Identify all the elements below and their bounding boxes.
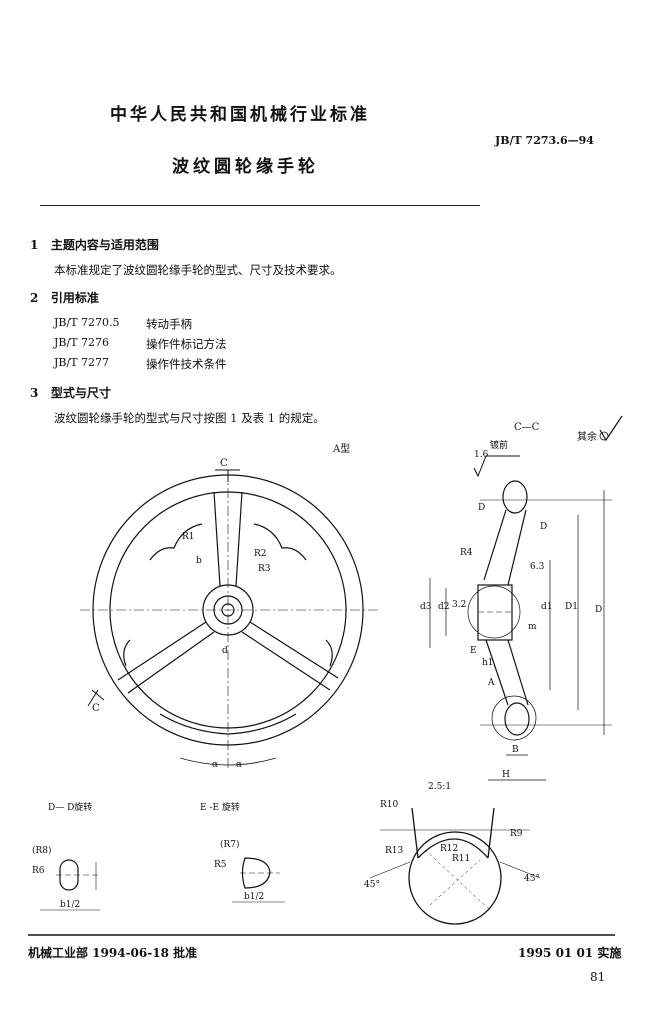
- label-h: H: [502, 770, 510, 780]
- ref-code: JB/T 7276: [54, 336, 110, 349]
- standard-number: JB/T 7273.6—94: [495, 134, 594, 147]
- section-c-bottom-arrow: [87, 689, 105, 707]
- label-d-top: D: [478, 503, 486, 513]
- label-r1: R1: [182, 532, 195, 542]
- detail-view: [369, 807, 541, 925]
- section-1-number: 1: [30, 238, 39, 252]
- front-view: [80, 469, 380, 770]
- ref-code: JB/T 7270.5: [54, 316, 120, 329]
- label-r6: R6: [32, 866, 45, 876]
- label-r7: (R7): [220, 840, 240, 850]
- section-c-top-arrow: [215, 469, 240, 482]
- section-1-heading: 1 主题内容与适用范围: [30, 236, 159, 253]
- angle-arc: [179, 757, 277, 766]
- ee-profile: [241, 857, 271, 889]
- standard-organization: 中华人民共和国机械行业标准: [110, 105, 370, 125]
- roughness-symbol: [473, 455, 520, 478]
- label-63: 6.3: [530, 562, 545, 572]
- detail-circle-hub: [467, 585, 521, 639]
- page-number: 81: [590, 970, 606, 984]
- label-r13: R13: [385, 846, 404, 856]
- section-2-number: 2: [30, 291, 39, 305]
- detail-scale: 2.5:1: [428, 782, 452, 792]
- view-ee: [232, 857, 285, 903]
- ref-code: JB/T 7277: [54, 356, 110, 369]
- view-ee-label: E -E 旋转: [200, 803, 240, 813]
- label-alpha-2: α: [236, 760, 243, 770]
- spoke-section-top: [483, 509, 527, 586]
- label-r5: R5: [214, 860, 227, 870]
- view-dd-label: D— D旋转: [48, 803, 93, 813]
- section-cc-label: C—C: [514, 422, 540, 433]
- label-45-left: 45°: [364, 880, 380, 890]
- spoke-right: [241, 621, 339, 691]
- label-r3: R3: [258, 564, 271, 574]
- hub-section: [477, 584, 513, 641]
- section-view: [429, 415, 623, 781]
- label-r9: R9: [510, 829, 523, 839]
- roughness-other-label: 其余: [577, 432, 597, 443]
- spoke-top: [213, 491, 243, 587]
- plating-label: 镀前: [490, 441, 509, 451]
- label-r4: R4: [460, 548, 473, 558]
- label-h1: h1: [482, 658, 494, 668]
- label-d: d: [222, 646, 228, 656]
- spoke-left: [117, 621, 215, 694]
- label-b-section: B: [512, 745, 519, 755]
- detail-rim-circle: [408, 831, 502, 925]
- label-r12: R12: [440, 844, 459, 854]
- ref-name: 转动手柄: [146, 317, 192, 331]
- label-d-arrow: D: [540, 522, 548, 532]
- spoke-section-bottom: [485, 639, 529, 706]
- label-r8: (R8): [32, 846, 52, 856]
- section-1-text: 本标准规定了波纹圆轮缘手轮的型式、尺寸及技术要求。: [54, 263, 342, 277]
- roughness-circle: [599, 431, 609, 441]
- section-3-number: 3: [30, 386, 39, 400]
- roughness-value: 1.6: [474, 450, 489, 460]
- rim-section-bottom: [504, 702, 530, 736]
- label-m: m: [528, 622, 537, 632]
- label-a: A: [488, 678, 495, 688]
- type-label: A型: [333, 444, 351, 455]
- label-d3: d3: [420, 602, 432, 612]
- ref-name: 操作件技术条件: [146, 357, 227, 371]
- wavy-edge: [123, 523, 333, 735]
- label-D1: D1: [565, 602, 578, 612]
- section-3-title: 型式与尺寸: [50, 386, 111, 400]
- roughness-symbol-other: [599, 415, 623, 442]
- ref-name: 操作件标记方法: [146, 337, 227, 351]
- label-alpha-1: α: [212, 760, 219, 770]
- rim-section-top: [502, 480, 528, 514]
- label-c-bottom: C: [92, 703, 100, 714]
- detail-circle-rim: [491, 695, 537, 741]
- label-d2: d2: [438, 602, 450, 612]
- label-b12-dd: b1/2: [60, 900, 81, 910]
- label-D: D: [595, 605, 603, 615]
- label-32: 3.2: [452, 600, 467, 610]
- section-2-heading: 2 引用标准: [30, 289, 99, 306]
- label-r10: R10: [380, 800, 399, 810]
- implementation-date: 1995 01 01 实施: [518, 946, 622, 960]
- label-b: b: [196, 556, 202, 566]
- label-45-right: 45°: [524, 874, 540, 884]
- approval-note: 机械工业部 1994-06-18 批准: [28, 946, 198, 960]
- view-dd: [40, 859, 100, 911]
- detail-spoke: [411, 807, 495, 859]
- section-2-title: 引用标准: [50, 291, 99, 305]
- label-r11: R11: [452, 854, 471, 864]
- header-rule: [40, 205, 480, 206]
- document-title: 波纹圆轮缘手轮: [172, 157, 319, 177]
- label-d1: d1: [541, 602, 553, 612]
- label-r2: R2: [254, 549, 267, 559]
- section-3-heading: 3 型式与尺寸: [30, 384, 111, 401]
- label-b12-ee: b1/2: [244, 892, 265, 902]
- section-3-text: 波纹圆轮缘手轮的型式与尺寸按图 1 及表 1 的规定。: [54, 411, 325, 425]
- detail-fillet: [417, 838, 489, 859]
- label-c-top: C: [220, 458, 228, 469]
- section-1-title: 主题内容与适用范围: [50, 238, 159, 252]
- label-e: E: [470, 646, 477, 656]
